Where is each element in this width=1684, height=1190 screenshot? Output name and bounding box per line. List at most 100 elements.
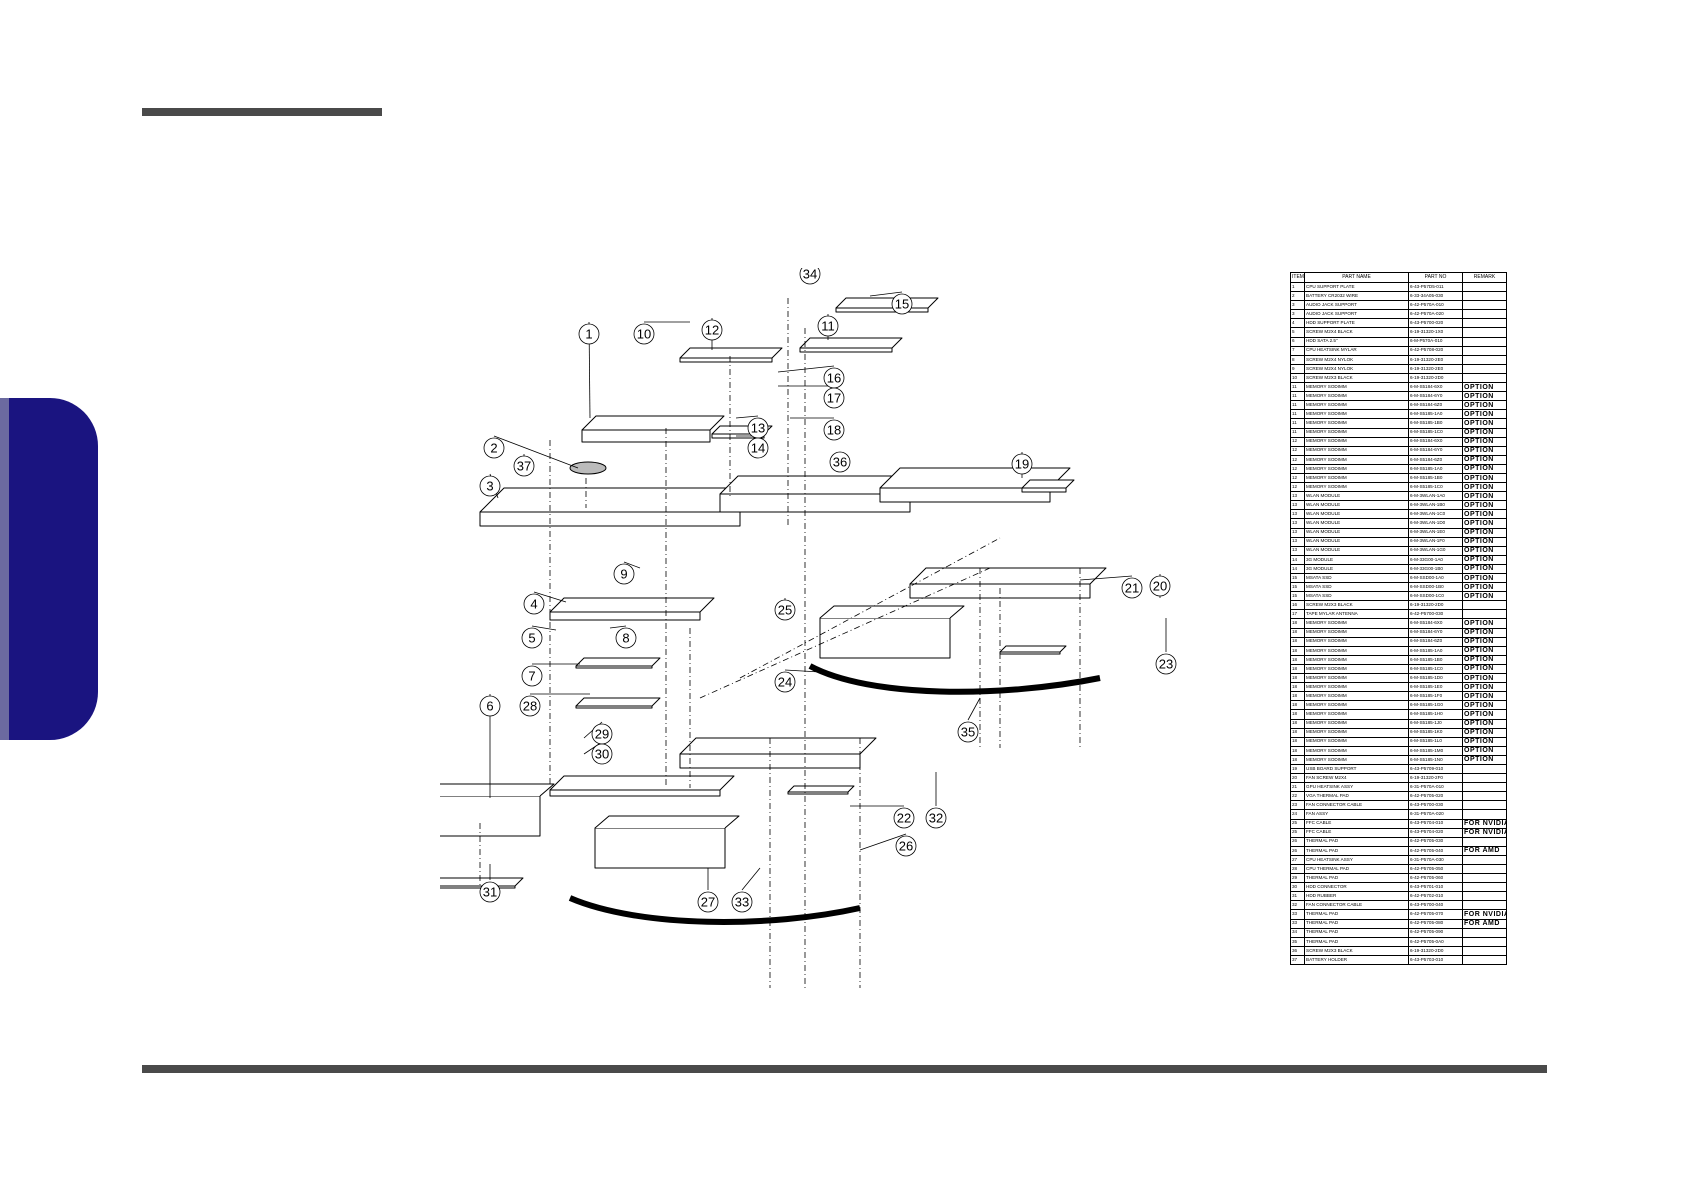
part-no-cell: 6-M-S5185-1C0 [1408,482,1463,493]
part-name-cell: SCREW M2X4 BLACK [1304,327,1409,338]
callout-7: 7 [521,665,543,687]
remark-cell: OPTION [1462,718,1507,729]
part-no-cell: 6-42-P5705-070 [1408,909,1463,920]
callout-11: 11 [817,315,839,337]
part-no-cell: 6-19-31320-2D0 [1408,945,1463,956]
callout-label: 18 [827,423,841,438]
remark-cell: OPTION [1462,736,1507,747]
item-cell: 11 [1290,391,1305,402]
hdd-block [440,795,541,837]
item-cell: 18 [1290,682,1305,693]
part-name-cell: MEMORY SODIMM [1304,463,1409,474]
callout-19: 19 [1011,453,1033,475]
item-cell: 18 [1290,627,1305,638]
usb-board-side [1021,487,1067,493]
part-name-cell: WLAN MODULE [1304,500,1409,511]
part-no-cell: 6-19-31320-2F0 [1408,773,1463,784]
item-cell: 13 [1290,491,1305,502]
part-name-cell: MEMORY SODIMM [1304,454,1409,465]
remark-cell: OPTION [1462,709,1507,720]
mainboard-left-side [479,511,741,527]
callout-37: 37 [513,455,535,477]
item-cell: 12 [1290,445,1305,456]
callout-14: 14 [747,437,769,459]
thermal-pad-b-top [575,697,661,707]
callout-label: 37 [517,459,531,474]
part-name-cell: FAN ASSY [1304,809,1409,820]
callout-circle [823,419,845,441]
item-cell: 13 [1290,518,1305,529]
hdd-block-top [440,783,555,797]
part-no-cell: 6-M-33G00-1A0 [1408,554,1463,565]
item-cell: 13 [1290,527,1305,538]
hdd-support-plate-top [549,597,715,613]
part-no-cell: 6-M-3WLAN-1C0 [1408,509,1463,520]
callout-circle [1149,575,1171,597]
usb-board-top [1021,479,1075,489]
callout-4: 4 [523,593,545,615]
remark-cell: OPTION [1462,491,1507,502]
callout-circle [697,891,719,913]
part-no-cell: 6-M-S5184-6Y0 [1408,627,1463,638]
callout-36: 36 [829,451,851,473]
callout-circle [479,881,501,903]
memory-module-right-side [799,347,893,353]
remark-cell: OPTION [1462,754,1507,765]
part-name-cell: SCREW M2X3 BLACK [1304,945,1409,956]
part-no-cell: 6-M-S5184-6Z0 [1408,400,1463,411]
remark-cell: OPTION [1462,472,1507,484]
item-cell: 30 [1290,882,1305,893]
gpu-fan-block [819,617,951,659]
part-no-cell: 6-M-33G00-1B0 [1408,563,1463,575]
callout-circle [591,743,613,765]
callout-22: 22 [893,807,915,829]
item-cell: 11 [1290,427,1305,438]
part-no-cell: 6-M-S5185-1B0 [1408,472,1463,484]
thermal-pad-d-top [999,645,1067,653]
memory-module-left-side [679,357,773,363]
remark-cell [1462,873,1507,884]
remark-cell [1462,791,1507,802]
part-name-cell: MEMORY SODIMM [1304,736,1409,747]
remark-cell: OPTION [1462,445,1507,456]
part-name-cell: MEMORY SODIMM [1304,709,1409,720]
hdd-support-plate-side [549,611,701,621]
part-name-cell: CPU HEATSINK ASSY [1304,854,1409,866]
part-no-cell: 6-M-S5185-1C0 [1408,427,1463,438]
part-name-cell: FAN CONNECTOR CABLE [1304,800,1409,811]
remark-cell [1462,854,1507,866]
remark-cell [1462,863,1507,875]
part-no-cell: 6-M-S5184-6Y0 [1408,391,1463,402]
footer-rule [142,1065,1547,1073]
part-no-cell: 6-M-3WLAN-1F0 [1408,536,1463,547]
item-cell: 18 [1290,754,1305,765]
callout-label: 32 [929,811,943,826]
remark-cell: OPTION [1462,454,1507,465]
remark-cell: FOR NVIDIA [1462,909,1507,920]
callout-circle [615,627,637,649]
callout-label: 10 [637,327,651,342]
callout-leader [784,669,821,673]
item-cell: 24 [1290,809,1305,820]
hdd-bracket-top [549,775,735,791]
remark-cell: OPTION [1462,572,1507,584]
callout-label: 24 [778,675,792,690]
part-no-cell: 6-43-P5700-020 [1408,318,1463,329]
remark-cell [1462,782,1507,793]
